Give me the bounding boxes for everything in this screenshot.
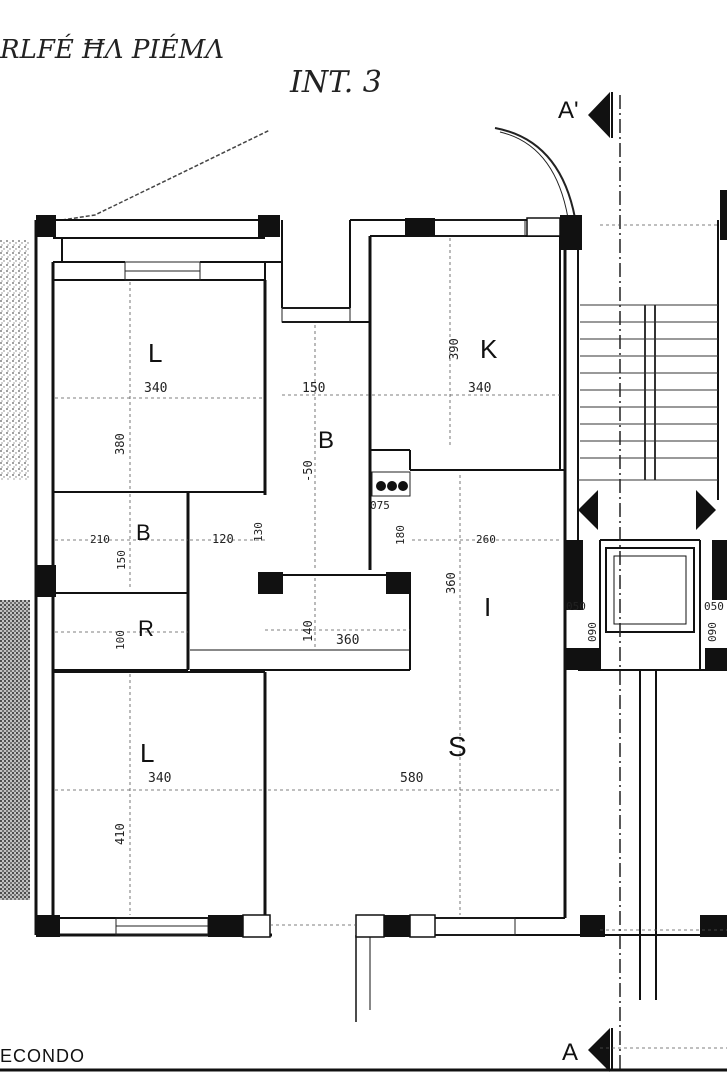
dim-hall-height: 360 [444, 572, 458, 594]
outer-walls [34, 219, 727, 1022]
terrace-outline [61, 129, 271, 221]
dim-kitchen-height: 390 [447, 338, 461, 360]
room-label-hall: I [484, 592, 491, 622]
dimension-lines [55, 224, 727, 1049]
dim-lift-a2: 090 [586, 622, 599, 642]
section-label-bottom: A [562, 1039, 578, 1066]
dim-lift-b1: 050 [704, 600, 724, 613]
pillars [36, 190, 727, 937]
dim-living-bottom-height: 410 [113, 823, 127, 845]
dim-bath-center-width: 150 [302, 381, 325, 396]
dim-hall-door: 180 [394, 525, 407, 545]
dim-corridor2-height: 140 [301, 620, 315, 642]
handwritten-note: RLFÉ ĦΛ PIÉMΛ [0, 33, 224, 65]
toilet-fixture-icon [371, 471, 411, 497]
dim-living-bottom-width: 340 [148, 771, 171, 786]
dim-kitchen-door: 075 [370, 499, 390, 512]
dim-closet-height: 100 [114, 630, 127, 650]
handwritten-unit-number: INT. 3 [289, 65, 382, 100]
room-label-bath-center: B [318, 427, 334, 454]
door-swing-arc [494, 127, 576, 219]
dim-bath-center-height: -50 [301, 460, 315, 482]
dim-corridor2-width: 360 [336, 633, 359, 648]
dim-corridor-width: 120 [212, 532, 234, 546]
pillars-outline [242, 217, 561, 938]
section-arrow-top [588, 92, 610, 138]
room-label-salon: S [448, 731, 467, 762]
dim-living-top-height: 380 [113, 433, 127, 455]
section-label-top: A' [558, 97, 579, 124]
dim-lift-b2: 090 [706, 622, 719, 642]
dim-hall-top-width: 260 [476, 533, 496, 546]
direction-arrows [578, 490, 716, 530]
lift-shaft [605, 547, 695, 633]
dim-corridor-height: 130 [252, 522, 265, 542]
exterior-texture-upper [0, 240, 30, 480]
dim-salon-width: 580 [400, 771, 423, 786]
room-label-kitchen: K [480, 334, 498, 364]
room-label-living-top: L [148, 338, 162, 368]
windows [115, 219, 526, 936]
room-label-bath-small: B [136, 520, 151, 545]
stairs [578, 304, 718, 481]
room-label-closet: R [138, 616, 154, 641]
dim-lift-a1: 050 [566, 600, 586, 613]
exterior-texture-lower [0, 600, 30, 900]
dim-kitchen-width: 340 [468, 381, 491, 396]
section-arrow-bottom [588, 1028, 610, 1072]
room-label-living-bottom: L [140, 738, 154, 768]
dim-living-top-width: 340 [144, 381, 167, 396]
floor-label: ECONDO [0, 1046, 85, 1066]
dim-bath-small-width: 210 [90, 533, 110, 546]
dim-bath-small-height: 150 [115, 550, 128, 570]
